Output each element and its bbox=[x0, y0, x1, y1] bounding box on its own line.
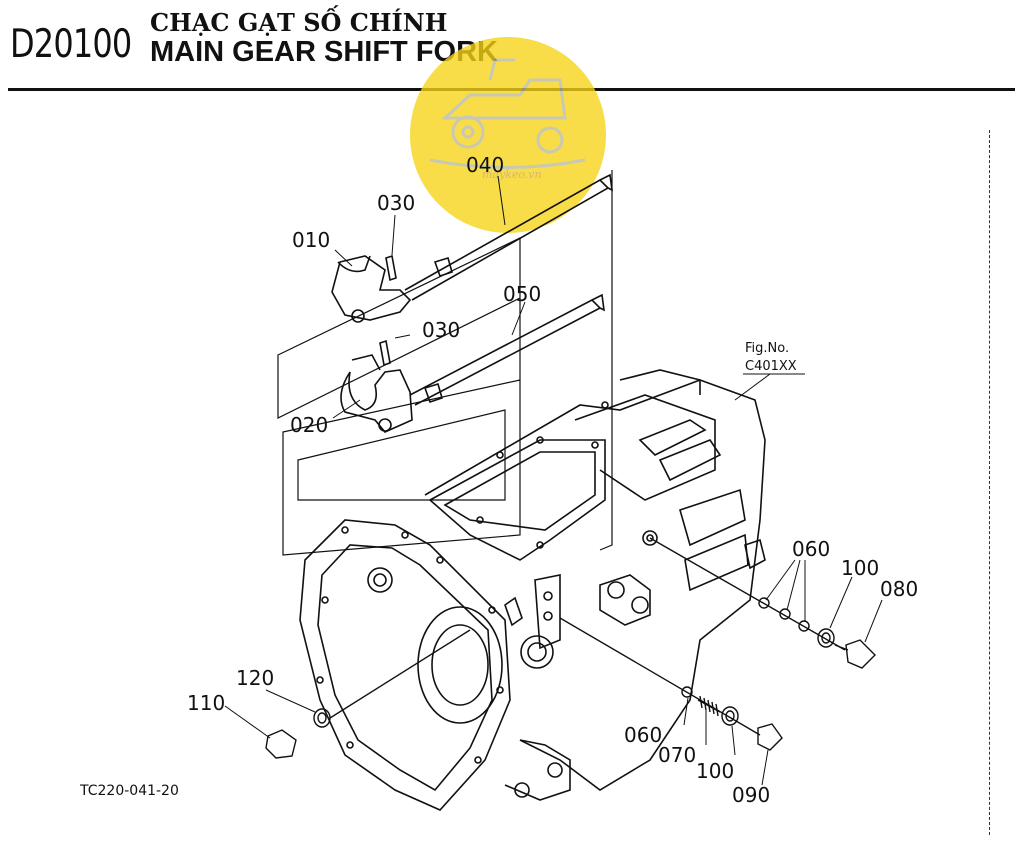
page-title-vietnamese: CHẠC GẠT SỐ CHÍNH bbox=[150, 8, 448, 37]
drawing-code: TC220-041-20 bbox=[79, 783, 179, 799]
watermark-text: maykeo.vn bbox=[482, 168, 542, 181]
transmission-case bbox=[299, 369, 766, 811]
shift-fork-010-assembly bbox=[331, 173, 613, 323]
part-label-060-lower: 060 bbox=[624, 723, 662, 747]
part-label-100-upper: 100 bbox=[841, 556, 879, 580]
detent-parts-lower bbox=[559, 617, 783, 751]
part-label-030-lower: 030 bbox=[422, 318, 460, 342]
part-label-040: 040 bbox=[466, 153, 504, 177]
part-label-060-upper: 060 bbox=[792, 537, 830, 561]
figure-ref-label: Fig.No. bbox=[745, 341, 789, 356]
part-label-020: 020 bbox=[290, 413, 328, 437]
figure-ref-number: C401XX bbox=[745, 359, 797, 374]
page-title-english: MAIN GEAR SHIFT FORK bbox=[150, 36, 498, 68]
part-label-050: 050 bbox=[503, 282, 541, 306]
part-label-010: 010 bbox=[292, 228, 330, 252]
right-dashed-border bbox=[989, 130, 990, 835]
section-code: D20100 bbox=[10, 22, 132, 67]
part-label-110: 110 bbox=[187, 691, 225, 715]
part-label-100-lower: 100 bbox=[696, 759, 734, 783]
part-label-030-upper: 030 bbox=[377, 191, 415, 215]
shift-fork-020-assembly bbox=[340, 293, 605, 433]
watermark-logo: maykeo.vn bbox=[410, 37, 606, 233]
leader-lines bbox=[224, 175, 883, 786]
plug-bolts-left bbox=[265, 629, 471, 759]
gasket-outlines bbox=[277, 170, 613, 556]
part-label-120: 120 bbox=[236, 666, 274, 690]
part-label-080: 080 bbox=[880, 577, 918, 601]
part-label-090: 090 bbox=[732, 783, 770, 807]
part-label-070: 070 bbox=[658, 743, 696, 767]
detent-parts-upper bbox=[649, 537, 876, 669]
